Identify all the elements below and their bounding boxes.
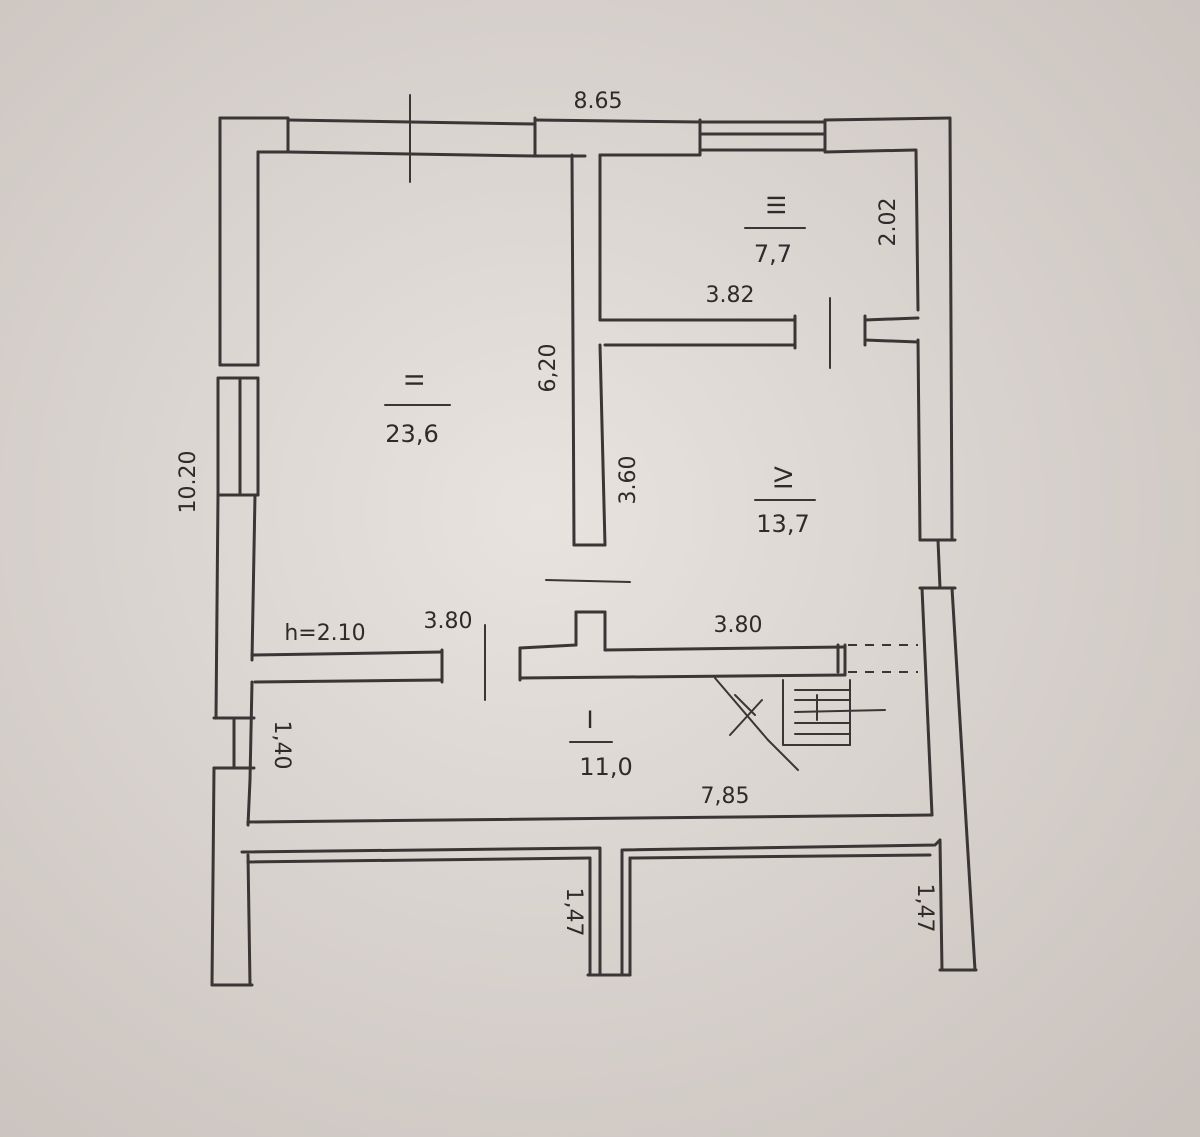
- room-labels: II 23,6 III 7,7 IV 13,7 I 11,0: [384, 194, 816, 781]
- staircase: [714, 677, 886, 771]
- dim-overall-depth: 10.20: [176, 451, 201, 514]
- room-3-area: 7,7: [754, 240, 792, 268]
- dim-porch-left: 1,47: [561, 888, 586, 937]
- dim-corridor-length: 7,85: [701, 784, 750, 809]
- dim-room2-width: 3.80: [424, 609, 473, 634]
- room-4-area: 13,7: [756, 510, 809, 538]
- dim-room3-depth: 2.02: [876, 198, 901, 247]
- dim-room2-depth: 6,20: [536, 344, 561, 393]
- room-2-number: II: [401, 373, 429, 387]
- room-3-number: III: [763, 194, 791, 215]
- opening-markers: [409, 94, 831, 701]
- room-1-number: I: [586, 706, 593, 734]
- room-1-area: 11,0: [579, 753, 632, 781]
- dim-room4-width: 3.80: [714, 613, 763, 638]
- dim-corridor-depth: 1,40: [269, 721, 294, 770]
- interior-walls: [240, 153, 942, 977]
- dimension-labels: 8.65 10.20 6,20 3.82 2.02 3.60 h=2.10 3.…: [176, 89, 937, 936]
- dim-overall-width: 8.65: [574, 89, 623, 114]
- dim-porch-right: 1,47: [912, 884, 937, 933]
- room-4-number: IV: [770, 466, 798, 490]
- room-2-area: 23,6: [385, 420, 438, 448]
- ceiling-height: h=2.10: [284, 621, 365, 646]
- dim-room4-depth: 3.60: [616, 456, 641, 505]
- outer-walls: [210, 116, 978, 987]
- dim-room3-width: 3.82: [706, 283, 755, 308]
